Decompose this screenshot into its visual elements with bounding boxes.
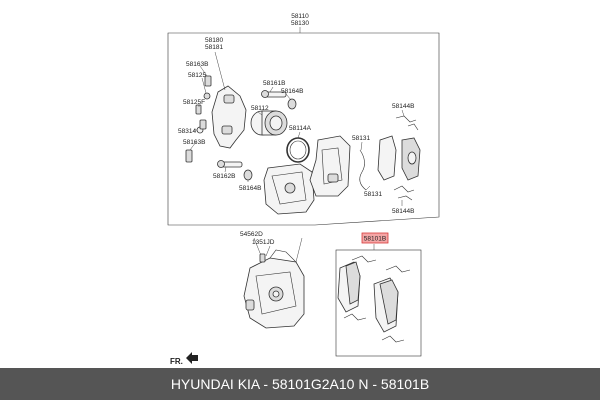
boot-58164b-lower	[243, 169, 253, 182]
pad-clip-lower	[393, 185, 415, 206]
boot-58164b	[285, 93, 297, 110]
pad-clip-upper	[395, 109, 419, 131]
label-58163b: 58163B	[186, 61, 208, 68]
guide-pin-58162b	[217, 160, 243, 173]
label-58110: 58110	[291, 13, 309, 20]
brake-pad-kit	[337, 255, 411, 343]
caliper-carrier-bracket	[211, 51, 247, 149]
label-58130: 58130	[291, 20, 309, 27]
label-58162b: 58162B	[213, 173, 235, 180]
label-58161b: 58161B	[263, 80, 285, 87]
label-1351jd: 1351JD	[252, 239, 275, 246]
leader-1351jd	[265, 237, 303, 263]
brake-pad-pair-top	[377, 135, 421, 181]
label-58314: 58314	[178, 128, 196, 135]
label-58180: 58180	[205, 37, 223, 44]
label-54562d: 54562D	[240, 231, 263, 238]
front-direction-indicator	[186, 352, 198, 364]
label-58144b: 58144B	[392, 103, 414, 110]
label-58164b-2: 58164B	[239, 185, 261, 192]
guide-pin-boot	[185, 119, 207, 163]
label-58112: 58112	[251, 105, 269, 112]
label-58131: 58131	[352, 135, 370, 142]
part-number-footer: HYUNDAI KIA - 58101G2A10 N - 58101B	[0, 368, 600, 400]
brake-caliper-diagram: 58110 58130 58180 58181 58163B 58125 581…	[167, 13, 440, 366]
bleeder-cap	[201, 77, 211, 100]
label-58114a: 58114A	[289, 125, 312, 132]
part-number-highlight	[361, 232, 389, 244]
pad-kit-frame	[335, 244, 422, 357]
label-58125f: 58125F	[183, 99, 205, 106]
front-label: FR.	[170, 357, 183, 366]
label-58131-2: 58131	[364, 191, 382, 198]
caliper-piston	[250, 110, 288, 136]
piston-seal-ring	[286, 131, 310, 163]
label-58144b-2: 58144B	[392, 208, 414, 215]
front-arrow-icon	[186, 352, 198, 364]
assembled-caliper	[243, 249, 305, 329]
caliper-assembly-frame	[167, 27, 440, 226]
caliper-housing	[263, 163, 315, 215]
bleeder-screw	[199, 65, 212, 87]
footer-text: HYUNDAI KIA - 58101G2A10 N - 58101B	[170, 376, 430, 392]
label-58181: 58181	[205, 44, 223, 51]
pad-wear-sensor	[359, 141, 371, 191]
guide-pin-58161b	[261, 86, 287, 98]
label-58164b: 58164B	[281, 88, 303, 95]
caliper-mounting-bracket	[309, 135, 351, 197]
label-58101b: 58101B	[364, 236, 386, 243]
bleeder-plug	[195, 104, 202, 115]
leader-54562d	[253, 237, 266, 263]
label-58163b-2: 58163B	[183, 139, 205, 146]
label-58125: 58125	[188, 72, 206, 79]
